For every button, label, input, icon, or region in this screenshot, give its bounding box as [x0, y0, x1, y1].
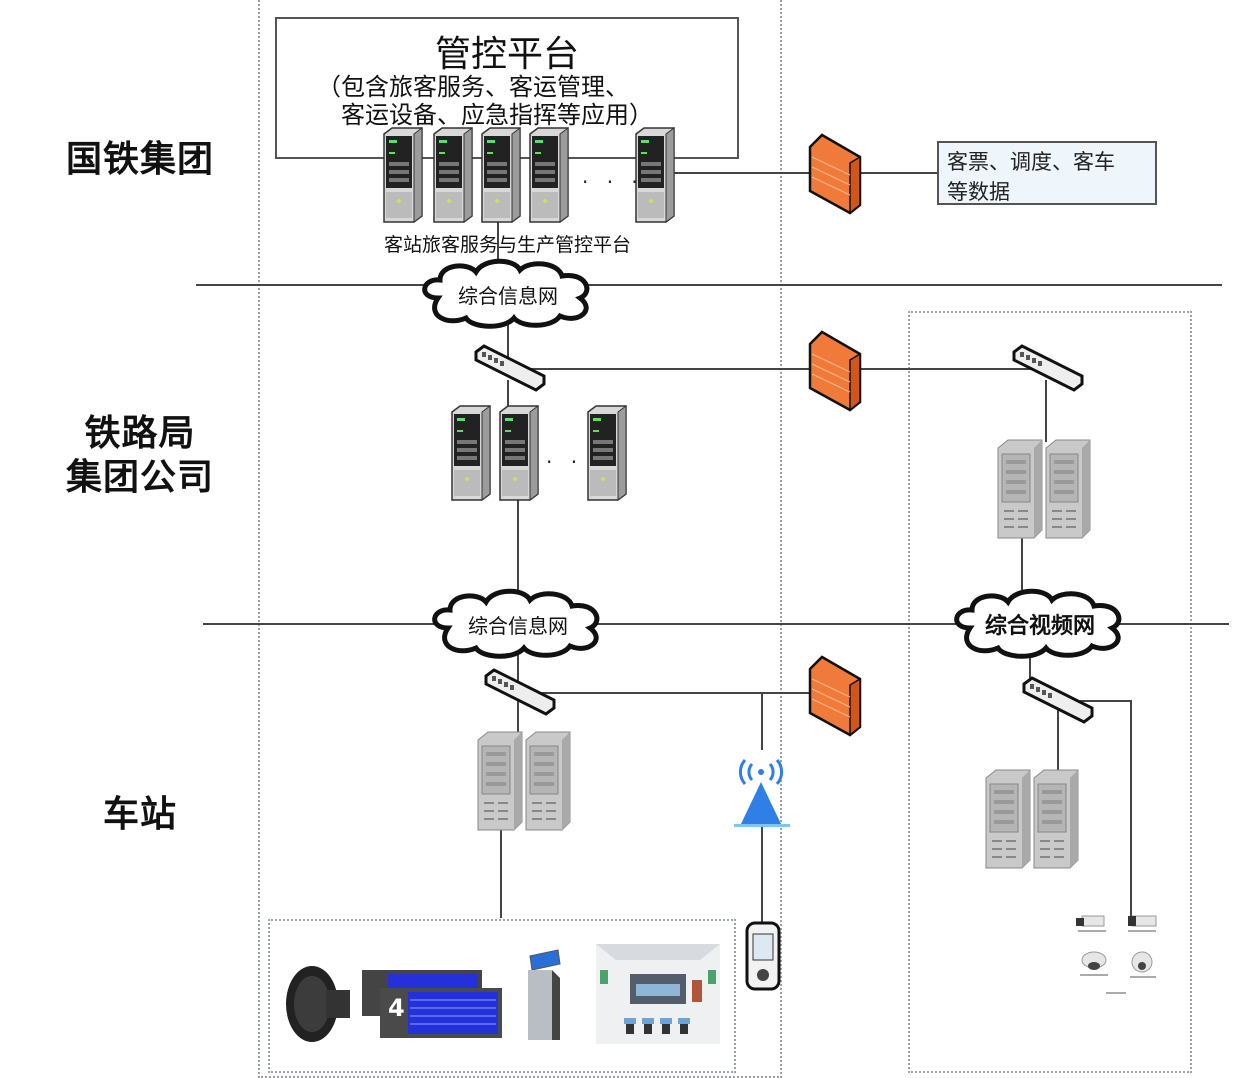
- network-switch-icon: [484, 668, 556, 716]
- speaker-icon: [286, 966, 350, 1042]
- control-room-image: [596, 944, 720, 1044]
- link-station-switch-firewall: [520, 692, 810, 694]
- link-station-video-switch-servers: [1057, 710, 1059, 774]
- svg-text:4: 4: [388, 994, 405, 1022]
- ptz-camera-icon: [1131, 951, 1153, 973]
- link-wireless-mobile: [761, 826, 763, 922]
- self-service-kiosk-icon: [528, 949, 561, 1040]
- info-network-cloud-mid: 综合信息网: [428, 588, 608, 659]
- platform-servers-ellipsis: · · ·: [582, 170, 644, 194]
- bureau-servers: [451, 405, 627, 501]
- video-network-region: [908, 311, 1192, 1073]
- server-rack-icon: [433, 127, 473, 223]
- video-network-cloud: 综合视频网: [950, 588, 1130, 659]
- platform-title: 管控平台: [434, 34, 579, 75]
- cloud-icon: [954, 588, 1122, 659]
- server-rack-icon: [451, 405, 491, 501]
- link-station-servers-terminals: [500, 828, 502, 918]
- link-videonet-station-switch: [1029, 650, 1031, 680]
- server-rack-icon: [477, 731, 523, 831]
- server-rack-icon: [997, 439, 1043, 539]
- link-station-video-switch-cameras-h: [1080, 700, 1132, 702]
- surveillance-cameras-group: [1076, 915, 1157, 994]
- link-video-servers-videonet: [1021, 536, 1023, 590]
- link-video-switch-servers: [1045, 380, 1047, 442]
- video-servers-station: [985, 769, 1079, 869]
- server-rack-icon: [383, 127, 423, 223]
- box-camera-icon: [1128, 915, 1157, 927]
- station-servers: [477, 731, 571, 831]
- station-terminals-region: [268, 919, 736, 1073]
- wireless-access-point-icon: [734, 759, 790, 827]
- link-bureau-servers-infonet: [517, 498, 519, 590]
- server-rack-icon: [481, 127, 521, 223]
- bureau-servers-ellipsis: · · ·: [546, 450, 608, 474]
- tier-label-national: 国铁集团: [65, 139, 214, 180]
- network-switch-icon: [474, 344, 546, 392]
- server-rack-icon: [499, 405, 539, 501]
- link-infonet-switch: [507, 320, 509, 375]
- link-station-video-switch-cameras-v: [1130, 700, 1132, 920]
- server-rack-icon: [525, 731, 571, 831]
- server-rack-icon: [1045, 439, 1091, 539]
- box-camera-icon: [1076, 915, 1105, 927]
- platform-servers-caption: 客站旅客服务与生产管控平台: [384, 234, 632, 256]
- platform-description: （包含旅客服务、客运管理、 客运设备、应急指挥等应用）: [317, 73, 653, 129]
- info-display-board-icon: 4: [362, 970, 502, 1038]
- link-switch-firewall-mid: [510, 368, 1050, 370]
- server-rack-icon: [985, 769, 1031, 869]
- firewall-icon: [808, 133, 862, 215]
- tier-separator-1: [196, 284, 1222, 286]
- link-to-wireless: [761, 692, 763, 750]
- cloud-icon: [422, 258, 590, 329]
- link-switch-bureau-servers: [507, 380, 509, 410]
- network-switch-icon: [1012, 344, 1084, 392]
- tier-label-bureau: 铁路局 集团公司: [65, 413, 214, 498]
- cloud-icon: [432, 588, 600, 659]
- tier-label-station: 车站: [102, 794, 177, 835]
- dome-camera-icon: [1081, 951, 1107, 970]
- external-data-box: 客票、调度、客车 等数据: [937, 141, 1157, 205]
- link-platform-infonet: [497, 215, 499, 270]
- tier-separator-2: [203, 623, 1229, 625]
- control-platform-box: 管控平台 （包含旅客服务、客运管理、 客运设备、应急指挥等应用）: [275, 17, 739, 159]
- firewall-icon: [808, 330, 862, 412]
- info-network-cloud-top: 综合信息网: [418, 258, 598, 329]
- network-switch-icon: [1022, 676, 1094, 724]
- server-rack-icon: [529, 127, 569, 223]
- link-platform-firewall: [670, 172, 810, 174]
- mobile-handheld-icon: [745, 921, 781, 991]
- link-firewall-databox: [840, 172, 938, 174]
- firewall-icon: [808, 655, 862, 737]
- video-servers-bureau: [997, 439, 1091, 539]
- server-rack-icon: [1033, 769, 1079, 869]
